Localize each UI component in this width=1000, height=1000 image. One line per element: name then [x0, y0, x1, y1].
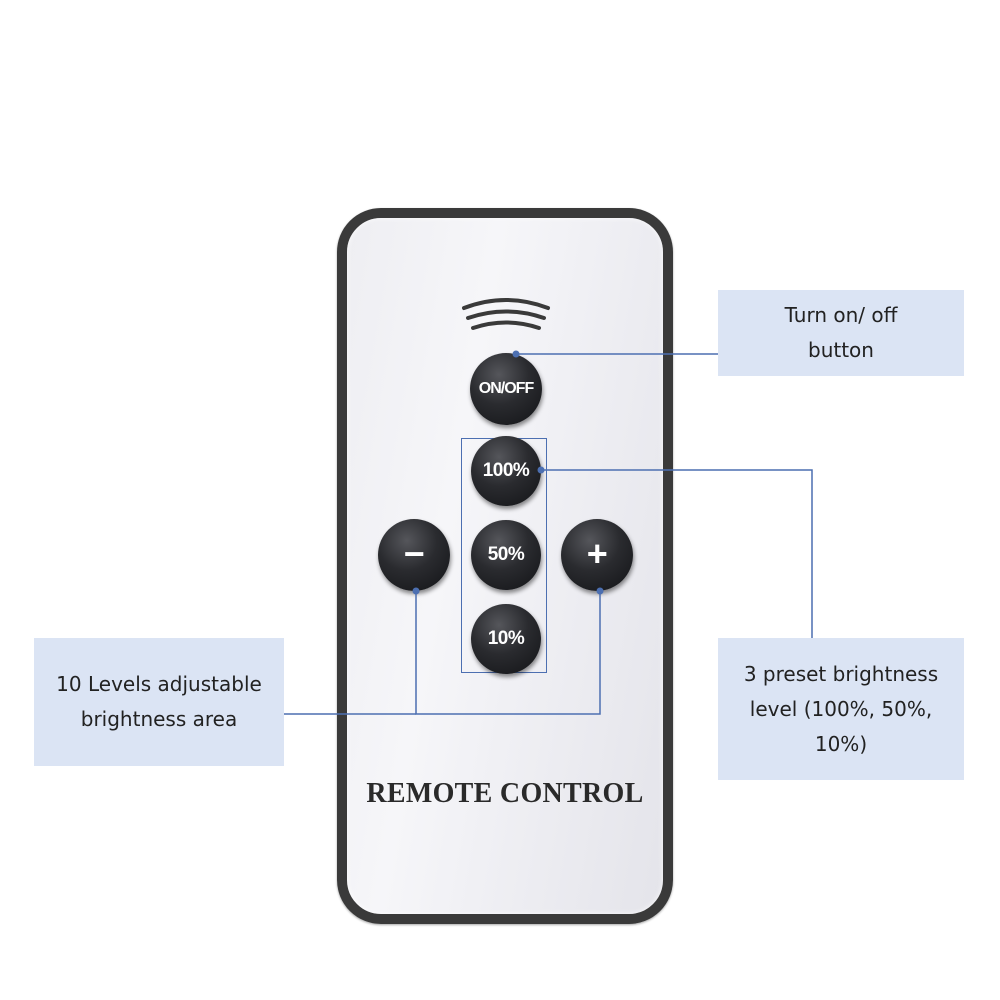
callout-levels-line-2: brightness area [80, 707, 238, 731]
brightness-100-button[interactable]: 100% [471, 436, 541, 506]
callout-on-off: Turn on/ off button [718, 290, 964, 376]
on-off-button-label: ON/OFF [478, 380, 534, 397]
brightness-10-button[interactable]: 10% [471, 604, 541, 674]
brightness-up-button[interactable]: + [561, 519, 633, 591]
brightness-50-button[interactable]: 50% [471, 520, 541, 590]
callout-on-off-line-2: button [808, 338, 874, 362]
minus-icon: − [403, 532, 425, 574]
callout-preset-line-2: level (100%, 50%, [749, 696, 933, 721]
on-off-button[interactable]: ON/OFF [470, 353, 542, 425]
callout-on-off-line-1: Turn on/ off [784, 303, 898, 327]
callout-levels-line-1: 10 Levels adjustable [56, 672, 262, 696]
callout-preset-line-1: 3 preset brightness [743, 661, 939, 686]
plus-icon: + [586, 532, 608, 574]
brightness-10-label: 10% [487, 628, 525, 649]
brightness-100-label: 100% [482, 460, 530, 481]
brightness-down-button[interactable]: − [378, 519, 450, 591]
remote-control-label: REMOTE CONTROL [366, 778, 644, 809]
callout-adjustable-levels: 10 Levels adjustable brightness area [34, 638, 284, 766]
ir-signal-icon [462, 298, 550, 330]
callout-preset-line-3: 10%) [814, 731, 868, 756]
callout-preset-brightness: 3 preset brightness level (100%, 50%, 10… [718, 638, 964, 780]
brightness-50-label: 50% [487, 544, 525, 565]
